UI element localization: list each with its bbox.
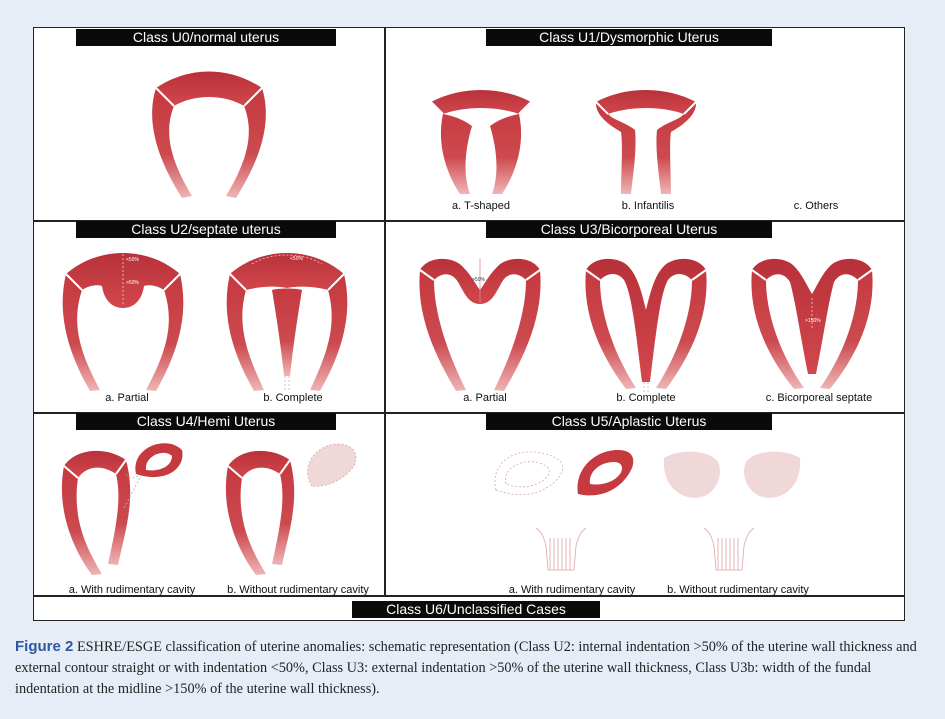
caption-text: ESHRE/ESGE classification of uterine ano…: [15, 639, 917, 697]
u1-label-t-shaped: a. T-shaped: [452, 200, 510, 212]
u4-with-rudimentary-cavity-figure: [61, 443, 183, 575]
u3-label-bicorporeal-septate: c. Bicorporeal septate: [765, 392, 873, 404]
u3-complete-figure: [585, 258, 707, 394]
u5-label-without-cavity: b. Without rudimentary cavity: [667, 584, 809, 596]
row-divider-2: [34, 412, 904, 414]
u2-partial-annotation-gt50: >50%: [126, 280, 139, 286]
u2-partial-annotation-lt50: <50%: [126, 257, 139, 263]
u3-label-complete: b. Complete: [616, 392, 676, 404]
u2-complete-septate-figure: <50%: [226, 253, 348, 392]
row-divider-3: [34, 595, 904, 597]
u1-label-others: c. Others: [793, 200, 839, 212]
u2-label-complete: b. Complete: [263, 392, 323, 404]
u0-normal-uterus-figure: [152, 71, 266, 198]
u3-partial-annotation-gt50: >50%: [472, 277, 485, 283]
u4-label-without-cavity: b. Without rudimentary cavity: [227, 584, 369, 596]
u5-rudimentary-cavity-figure: [577, 450, 634, 496]
u5-label-with-cavity: a. With rudimentary cavity: [508, 584, 636, 596]
u5-ghost-horn-right: [744, 451, 801, 498]
u0-right-wall: [226, 88, 266, 198]
u3-label-partial: a. Partial: [463, 392, 507, 404]
u1-t-shaped-figure: [430, 90, 532, 194]
u4-header: Class U4/Hemi Uterus: [76, 413, 336, 430]
u0-fundus: [156, 71, 262, 106]
u5-ghost-horn-left: [663, 451, 720, 498]
u5-cervix-vestige-right: [703, 527, 755, 571]
figure-caption: Figure 2 ESHRE/ESGE classification of ut…: [15, 636, 930, 700]
row-divider-1: [34, 220, 904, 222]
u2-complete-annotation-lt50: <50%: [290, 256, 303, 262]
u0-header: Class U0/normal uterus: [76, 29, 336, 46]
figure-number: Figure 2: [15, 638, 74, 655]
u2-header: Class U2/septate uterus: [76, 221, 336, 238]
u1-header: Class U1/Dysmorphic Uterus: [486, 29, 772, 46]
column-divider: [384, 28, 386, 596]
u3-partial-figure: >50%: [419, 258, 541, 391]
u4-label-with-cavity: a. With rudimentary cavity: [68, 584, 196, 596]
u2-partial-septate-figure: <50% >50%: [62, 253, 184, 391]
u6-header: Class U6/Unclassified Cases: [352, 601, 600, 618]
u5-left-ghost-cavity: [494, 451, 564, 495]
u3-header: Class U3/Bicorporeal Uterus: [486, 221, 772, 238]
u1-label-infantilis: b. Infantilis: [621, 200, 675, 212]
u3-bicorporeal-septate-figure: >150%: [751, 258, 873, 389]
u4-without-rudimentary-cavity-figure: [225, 443, 357, 575]
u1-infantilis-figure: [595, 90, 697, 194]
u5-cervix-vestige-left: [535, 527, 587, 571]
u0-left-wall: [152, 88, 192, 198]
u5-header: Class U5/Aplastic Uterus: [486, 413, 772, 430]
u3-septate-annotation-gt150: >150%: [805, 318, 821, 324]
classification-panel: Class U0/normal uterus Class U1/Dysmorph…: [33, 27, 905, 621]
u2-label-partial: a. Partial: [105, 392, 149, 404]
